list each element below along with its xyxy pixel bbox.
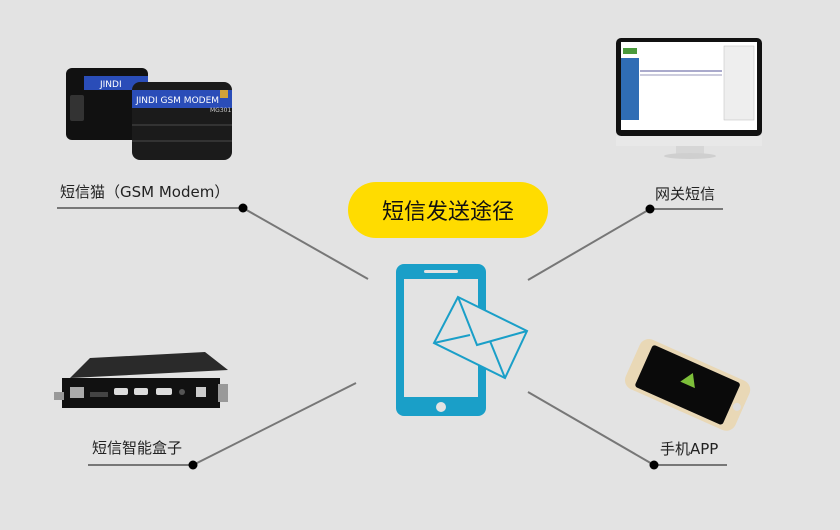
gsm-modem-image: JINDI JINDI GSM MODEM MG301 xyxy=(66,68,232,160)
connector-dot xyxy=(238,203,248,213)
connector-box-diagonal xyxy=(192,382,357,466)
phone-with-envelope-icon xyxy=(396,264,529,416)
connector-dot xyxy=(645,204,655,214)
connector-dot xyxy=(188,460,198,470)
svg-text:MG301: MG301 xyxy=(210,107,231,114)
connector-gsm-diagonal xyxy=(242,207,369,280)
smart-box-image xyxy=(54,352,228,408)
smartphone-image xyxy=(625,339,751,431)
connector-dot xyxy=(649,460,659,470)
connector-app-diagonal xyxy=(527,391,655,466)
connector-gateway-diagonal xyxy=(527,208,651,281)
label-gsm-modem: 短信猫（GSM Modem） xyxy=(60,183,230,201)
label-gateway-sms: 网关短信 xyxy=(655,185,716,203)
title-text: 短信发送途径 xyxy=(381,200,514,225)
svg-text:JINDI GSM MODEM: JINDI GSM MODEM xyxy=(135,96,219,106)
desktop-monitor-image xyxy=(616,38,762,159)
title-pill: 短信发送途径 xyxy=(348,182,548,238)
label-smart-box: 短信智能盒子 xyxy=(92,439,183,457)
label-mobile-app: 手机APP xyxy=(660,440,719,458)
svg-text:JINDI: JINDI xyxy=(99,80,122,90)
